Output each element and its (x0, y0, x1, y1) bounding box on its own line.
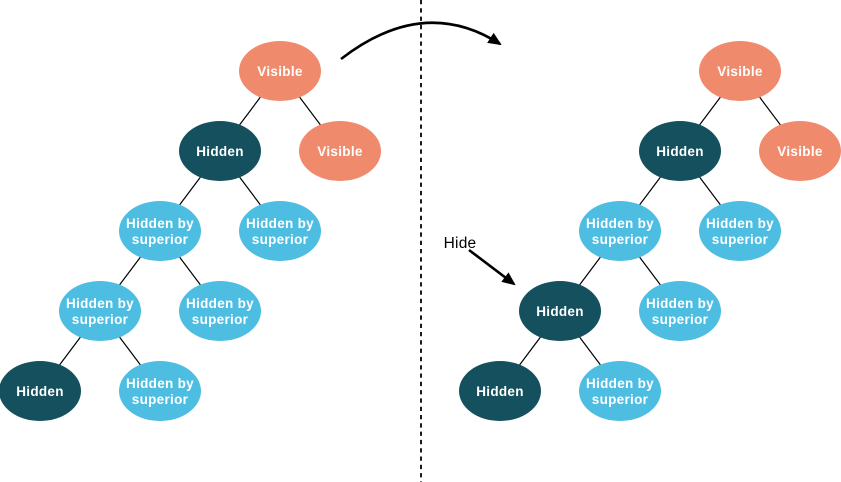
tree-node-hidden-by-superior (699, 201, 781, 261)
tree-node-hidden (459, 361, 541, 421)
tree-node-hidden-by-superior (579, 201, 661, 261)
tree-node-hidden (639, 121, 721, 181)
tree-node-label: Hidden (16, 384, 64, 399)
tree-node-hidden-by-superior (579, 361, 661, 421)
tree-node-visible (239, 41, 321, 101)
tree-node-label: Visible (317, 144, 363, 159)
tree-node-hidden-by-superior (59, 281, 141, 341)
tree-node-label: Visible (257, 64, 303, 79)
tree-node-label: Hidden (196, 144, 244, 159)
transform-arrow-icon (340, 21, 502, 61)
tree-node-label: Hidden (476, 384, 524, 399)
tree-node-hidden (0, 361, 81, 421)
tree-node-visible (699, 41, 781, 101)
tree-node-hidden (179, 121, 261, 181)
hide-annotation-label: Hide (444, 235, 477, 252)
tree-node-label: Hidden (536, 304, 584, 319)
tree-node-hidden-by-superior (119, 201, 201, 261)
tree-node-label: Visible (717, 64, 763, 79)
tree-node-label: Visible (777, 144, 823, 159)
tree-node-hidden-by-superior (239, 201, 321, 261)
tree-node-visible (759, 121, 841, 181)
tree-node-hidden-by-superior (639, 281, 721, 341)
tree-node-label: Hidden (656, 144, 704, 159)
tree-node-hidden-by-superior (119, 361, 201, 421)
tree-node-visible (299, 121, 381, 181)
tree-node-hidden-by-superior (179, 281, 261, 341)
tree-node-hidden (519, 281, 601, 341)
hide-arrow-icon (468, 248, 516, 286)
